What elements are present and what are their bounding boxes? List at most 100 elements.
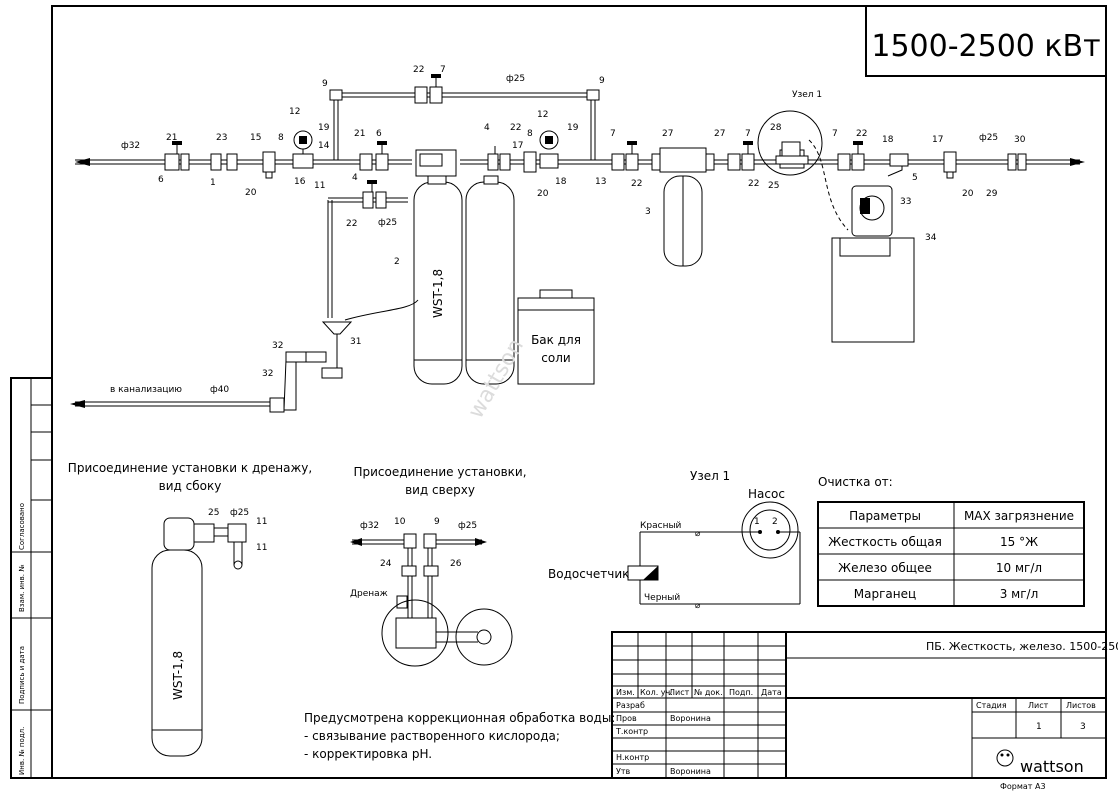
salt-tank-label-1: Бак для — [531, 333, 581, 347]
svg-text:ф25: ф25 — [458, 521, 477, 531]
svg-text:25: 25 — [208, 508, 219, 518]
svg-text:8: 8 — [527, 129, 533, 139]
logo-text: wattson — [1020, 757, 1084, 776]
svg-text:25: 25 — [768, 181, 779, 191]
svg-text:17: 17 — [932, 135, 943, 145]
svg-text:1: 1 — [754, 517, 760, 527]
stamp-title: ПБ. Жесткость, железо. 1500-2500 кВт. — [926, 640, 1118, 653]
sewer-diameter: ф40 — [210, 385, 229, 395]
svg-text:21: 21 — [166, 133, 177, 143]
svg-text:2: 2 — [394, 257, 400, 267]
svg-text:⌀: ⌀ — [695, 529, 701, 539]
node1-wiring: Узел 1 Насос 1 2 Красный Черный Водосчет… — [548, 469, 801, 611]
svg-text:32: 32 — [262, 369, 273, 379]
svg-text:Пров: Пров — [616, 714, 637, 723]
cleaning-table: Очистка от: Параметры MAX загрязнение Же… — [817, 475, 1085, 607]
svg-text:Утв: Утв — [616, 767, 631, 776]
water-meter-node: Узел 1 — [757, 90, 823, 176]
svg-text:32: 32 — [272, 341, 283, 351]
notes: Предусмотрена коррекционная обработка во… — [304, 711, 615, 761]
svg-text:Т.контр: Т.контр — [615, 727, 648, 736]
svg-text:Железо общее: Железо общее — [838, 561, 932, 575]
svg-text:6: 6 — [158, 175, 164, 185]
svg-text:2: 2 — [772, 517, 778, 527]
side-stamp-replace: Взам. инв. № — [18, 564, 26, 612]
sewer-line: в канализацию ф40 — [70, 351, 327, 413]
svg-text:ф25: ф25 — [230, 508, 249, 518]
svg-text:Подп.: Подп. — [729, 688, 753, 697]
svg-text:1: 1 — [210, 178, 216, 188]
svg-text:11: 11 — [314, 181, 325, 191]
pipe-d32: ф32 — [121, 141, 140, 151]
salt-tank-label-2: соли — [541, 351, 570, 365]
node1-title: Узел 1 — [690, 469, 730, 483]
svg-text:5: 5 — [912, 173, 918, 183]
svg-text:Воронина: Воронина — [670, 714, 711, 723]
svg-text:20: 20 — [962, 189, 974, 199]
svg-text:4: 4 — [352, 173, 358, 183]
svg-text:28: 28 — [770, 123, 782, 133]
svg-text:11: 11 — [256, 543, 267, 553]
svg-text:22: 22 — [413, 65, 424, 75]
pipe-d25-top: ф25 — [506, 74, 525, 84]
svg-text:15: 15 — [250, 133, 261, 143]
power-title: 1500-2500 кВт — [871, 29, 1100, 64]
svg-text:Черный: Черный — [644, 593, 680, 603]
drain-side-softener: WST-1,8 — [171, 651, 185, 700]
svg-text:9: 9 — [322, 79, 328, 89]
svg-text:31: 31 — [350, 337, 361, 347]
side-stamp-signature: Подпись и дата — [18, 646, 26, 704]
svg-text:Изм.: Изм. — [616, 688, 635, 697]
softener-drain-lines — [321, 180, 419, 379]
cartridge-filter — [659, 147, 707, 267]
svg-text:Стадия: Стадия — [976, 701, 1007, 710]
format-label: Формат А3 — [1000, 782, 1046, 791]
svg-text:Разраб: Разраб — [616, 701, 645, 710]
svg-text:9: 9 — [434, 517, 440, 527]
svg-text:21: 21 — [354, 129, 365, 139]
drain-side-title-1: Присоединение установки к дренажу, — [68, 461, 312, 475]
svg-text:9: 9 — [599, 76, 605, 86]
svg-text:№ док.: № док. — [694, 688, 723, 697]
svg-text:12: 12 — [289, 107, 300, 117]
svg-text:7: 7 — [832, 129, 838, 139]
svg-text:Лист: Лист — [669, 688, 690, 697]
svg-text:20: 20 — [537, 189, 549, 199]
svg-text:ф32: ф32 — [360, 521, 379, 531]
node-label: Узел 1 — [792, 90, 822, 100]
side-stamp-agreed: Согласовано — [18, 503, 26, 550]
svg-text:16: 16 — [294, 177, 306, 187]
svg-text:Кол. уч.: Кол. уч. — [640, 688, 673, 697]
dosing-station — [808, 139, 915, 343]
svg-text:7: 7 — [745, 129, 751, 139]
top-view-title-1: Присоединение установки, — [353, 465, 526, 479]
svg-text:Марганец: Марганец — [854, 587, 916, 601]
svg-text:29: 29 — [986, 189, 998, 199]
callouts: 21 6 23 1 15 20 8 12 19 14 16 9 21 6 22 … — [158, 65, 1026, 379]
pipe-d25-right: ф25 — [979, 133, 998, 143]
svg-text:3: 3 — [645, 207, 651, 217]
svg-text:3: 3 — [1080, 722, 1086, 732]
svg-text:MAX загрязнение: MAX загрязнение — [964, 509, 1074, 523]
top-view-title-2: вид сверху — [405, 483, 475, 497]
svg-text:19: 19 — [318, 123, 330, 133]
svg-text:Жесткость общая: Жесткость общая — [828, 535, 942, 549]
svg-text:24: 24 — [380, 559, 392, 569]
svg-text:Дата: Дата — [761, 688, 782, 697]
svg-text:17: 17 — [512, 141, 523, 151]
svg-text:27: 27 — [662, 129, 673, 139]
top-view: ф32 10 9 ф25 24 26 Дренаж — [350, 517, 513, 667]
svg-text:33: 33 — [900, 197, 911, 207]
svg-text:Лист: Лист — [1028, 701, 1049, 710]
svg-text:20: 20 — [245, 188, 257, 198]
svg-text:19: 19 — [567, 123, 579, 133]
svg-text:22: 22 — [510, 123, 521, 133]
svg-text:7: 7 — [440, 65, 446, 75]
svg-text:7: 7 — [610, 129, 616, 139]
sewer-label: в канализацию — [110, 385, 182, 395]
wattson-logo-icon — [996, 749, 1014, 767]
svg-text:- связывание растворенного кис: - связывание растворенного кислорода; — [304, 729, 560, 743]
top-view-drain: Дренаж — [350, 589, 388, 599]
pipe-d25-bypass: ф25 — [378, 218, 397, 228]
